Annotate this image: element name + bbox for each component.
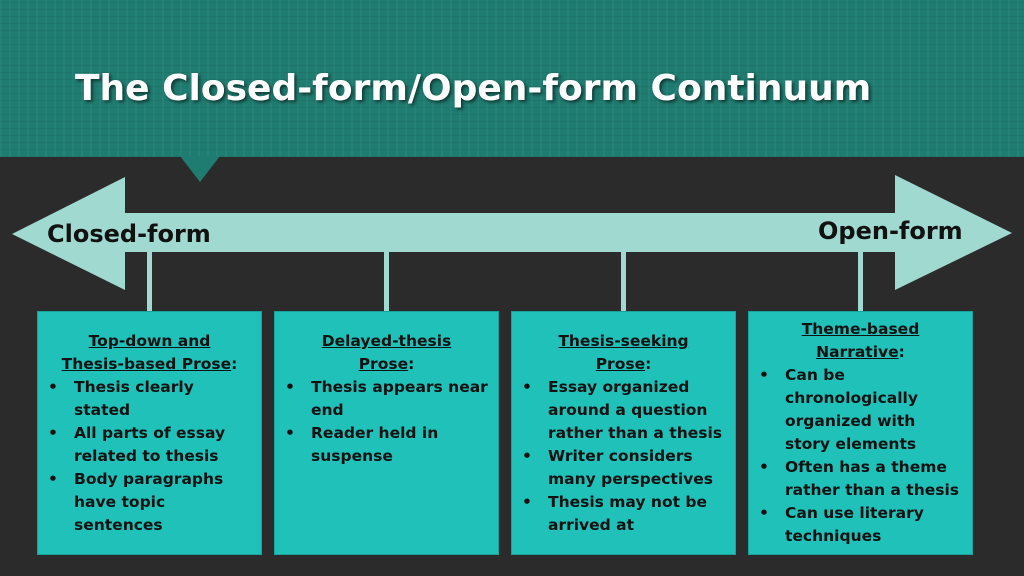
connector-line — [384, 252, 389, 312]
list-item: Can use literary techniques — [757, 502, 964, 548]
banner-notch — [180, 156, 220, 182]
bullet-list: Essay organized around a question rather… — [520, 376, 727, 537]
connector-line — [621, 252, 626, 312]
list-item: Thesis may not be arrived at — [520, 491, 727, 537]
list-item: Often has a theme rather than a thesis — [757, 456, 964, 502]
list-item: Body paragraphs have topic sentences — [46, 468, 253, 537]
list-item: Writer considers many perspectives — [520, 445, 727, 491]
connector-line — [147, 252, 152, 312]
list-item: Reader held in suspense — [283, 422, 490, 468]
title-banner — [0, 0, 1024, 157]
bullet-list: Can be chronologically organized with st… — [757, 364, 964, 548]
list-item: Thesis appears near end — [283, 376, 490, 422]
bullet-list: Thesis clearly stated All parts of essay… — [46, 376, 253, 537]
list-item: Can be chronologically organized with st… — [757, 364, 964, 456]
open-form-label: Open-form — [818, 217, 963, 245]
connector-line — [858, 252, 863, 312]
bullet-list: Thesis appears near end Reader held in s… — [283, 376, 490, 468]
closed-form-label: Closed-form — [47, 220, 211, 248]
double-headed-arrow-shape — [12, 175, 1012, 290]
list-item: Essay organized around a question rather… — [520, 376, 727, 445]
list-item: Thesis clearly stated — [46, 376, 253, 422]
slide-title: The Closed-form/Open-form Continuum — [75, 68, 872, 109]
list-item: All parts of essay related to thesis — [46, 422, 253, 468]
